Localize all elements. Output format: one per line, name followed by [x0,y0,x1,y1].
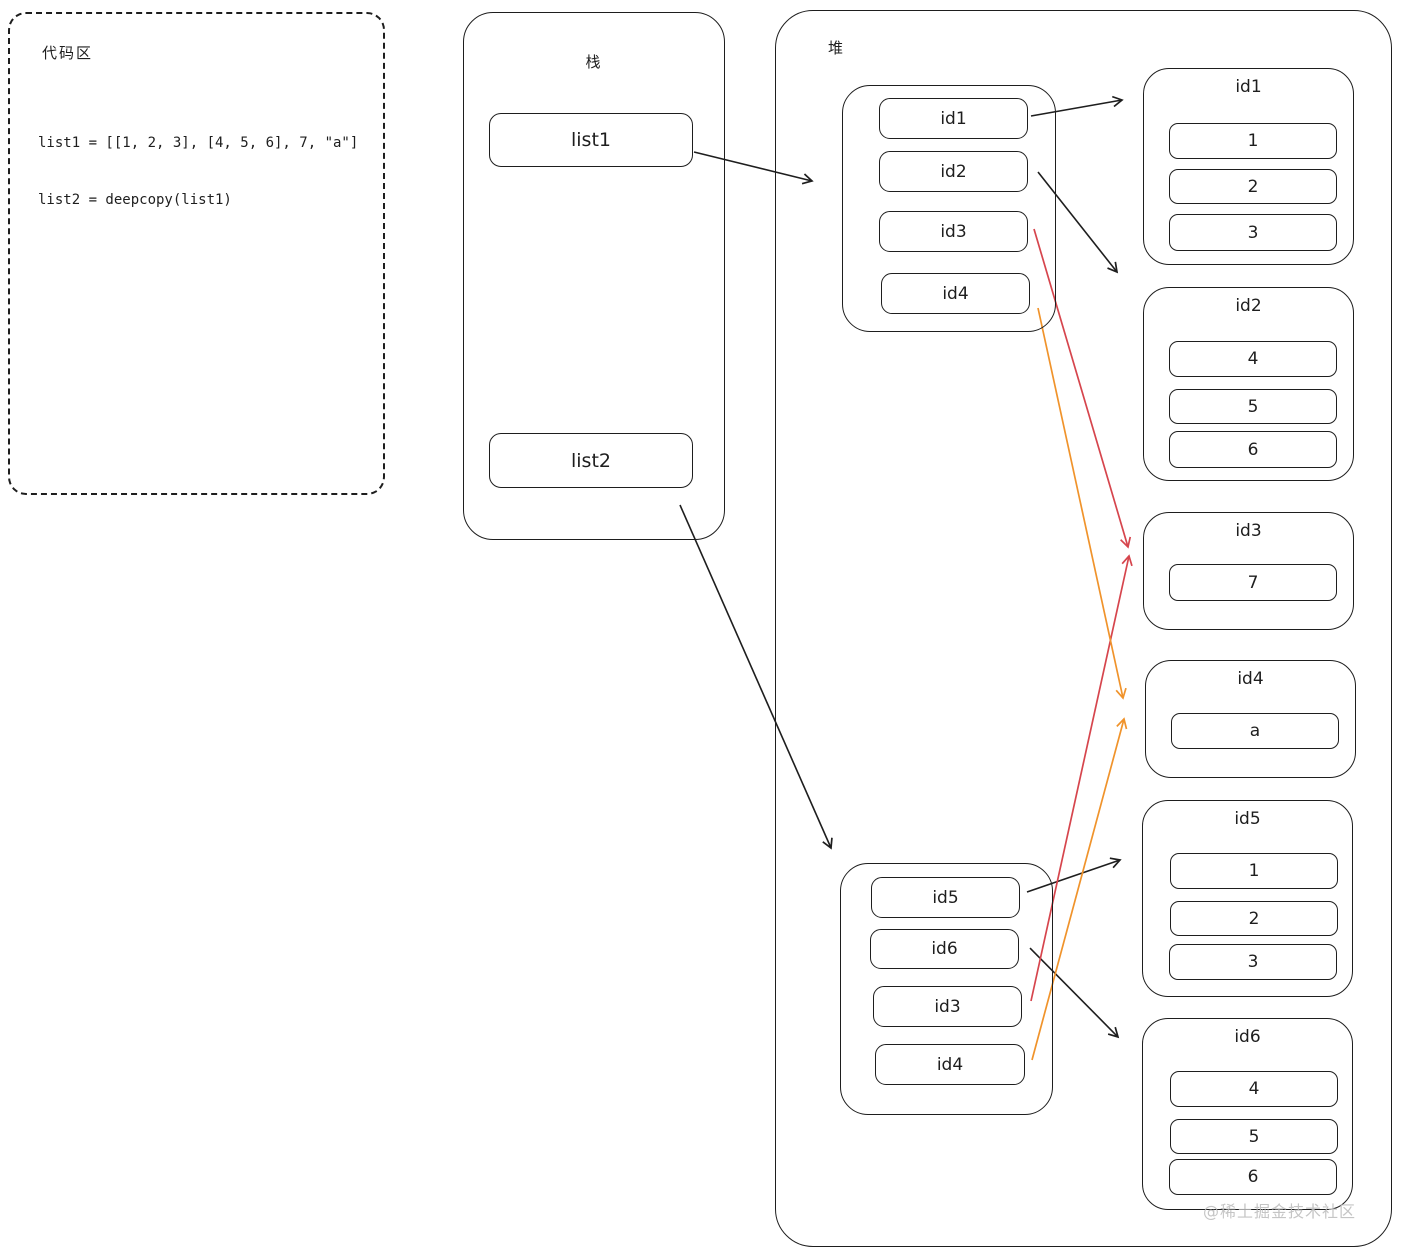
value-row: 5 [1169,389,1337,424]
object-box-id5: id5 1 2 3 [1142,800,1353,997]
stack-panel-title: 栈 [585,53,603,71]
pointer-cell-id3-copy: id3 [873,986,1022,1027]
code-panel: 代码区 list1 = [[1, 2, 3], [4, 5, 6], 7, "a… [8,12,385,495]
value-row: 1 [1169,123,1337,159]
pointer-cell-id4: id4 [881,273,1030,314]
pointer-cell-id4-copy: id4 [875,1044,1025,1085]
object-title-id2: id2 [1235,296,1262,316]
value-row: 6 [1169,431,1337,468]
object-title-id4: id4 [1237,669,1264,689]
watermark: @稀土掘金技术社区 [1203,1202,1357,1221]
code-block: list1 = [[1, 2, 3], [4, 5, 6], 7, "a"] l… [38,96,358,248]
heap-panel: 堆 [775,10,1392,1247]
value-row: 4 [1169,341,1337,377]
pointer-block-list2: id5 id6 id3 id4 [840,863,1053,1115]
stack-var-list2: list2 [489,433,693,488]
object-title-id6: id6 [1234,1027,1261,1047]
stack-var-list1: list1 [489,113,693,167]
code-line-2: list2 = deepcopy(list1) [38,192,232,208]
value-row: 1 [1170,853,1338,889]
value-row: a [1171,713,1339,749]
value-row: 4 [1170,1071,1338,1107]
object-title-id5: id5 [1234,809,1261,829]
code-line-1: list1 = [[1, 2, 3], [4, 5, 6], 7, "a"] [38,135,359,151]
code-panel-title: 代码区 [42,44,94,62]
pointer-cell-id6: id6 [870,929,1019,969]
value-row: 6 [1169,1159,1337,1195]
object-box-id1: id1 1 2 3 [1143,68,1354,265]
value-row: 3 [1169,214,1337,251]
object-box-id2: id2 4 5 6 [1143,287,1354,481]
pointer-cell-id1: id1 [879,98,1028,139]
value-row: 3 [1169,944,1337,980]
value-row: 5 [1170,1119,1338,1154]
object-title-id1: id1 [1235,77,1262,97]
pointer-cell-id5: id5 [871,877,1020,918]
pointer-cell-id2: id2 [879,151,1028,192]
object-box-id4: id4 a [1145,660,1356,778]
object-title-id3: id3 [1235,521,1262,541]
value-row: 2 [1170,901,1338,936]
pointer-block-list1: id1 id2 id3 id4 [842,85,1056,332]
object-box-id3: id3 7 [1143,512,1354,630]
object-box-id6: id6 4 5 6 [1142,1018,1353,1210]
heap-panel-title: 堆 [828,39,846,57]
pointer-cell-id3: id3 [879,211,1028,252]
stack-panel: 栈 list1 list2 [463,12,725,540]
value-row: 7 [1169,564,1337,601]
value-row: 2 [1169,169,1337,204]
